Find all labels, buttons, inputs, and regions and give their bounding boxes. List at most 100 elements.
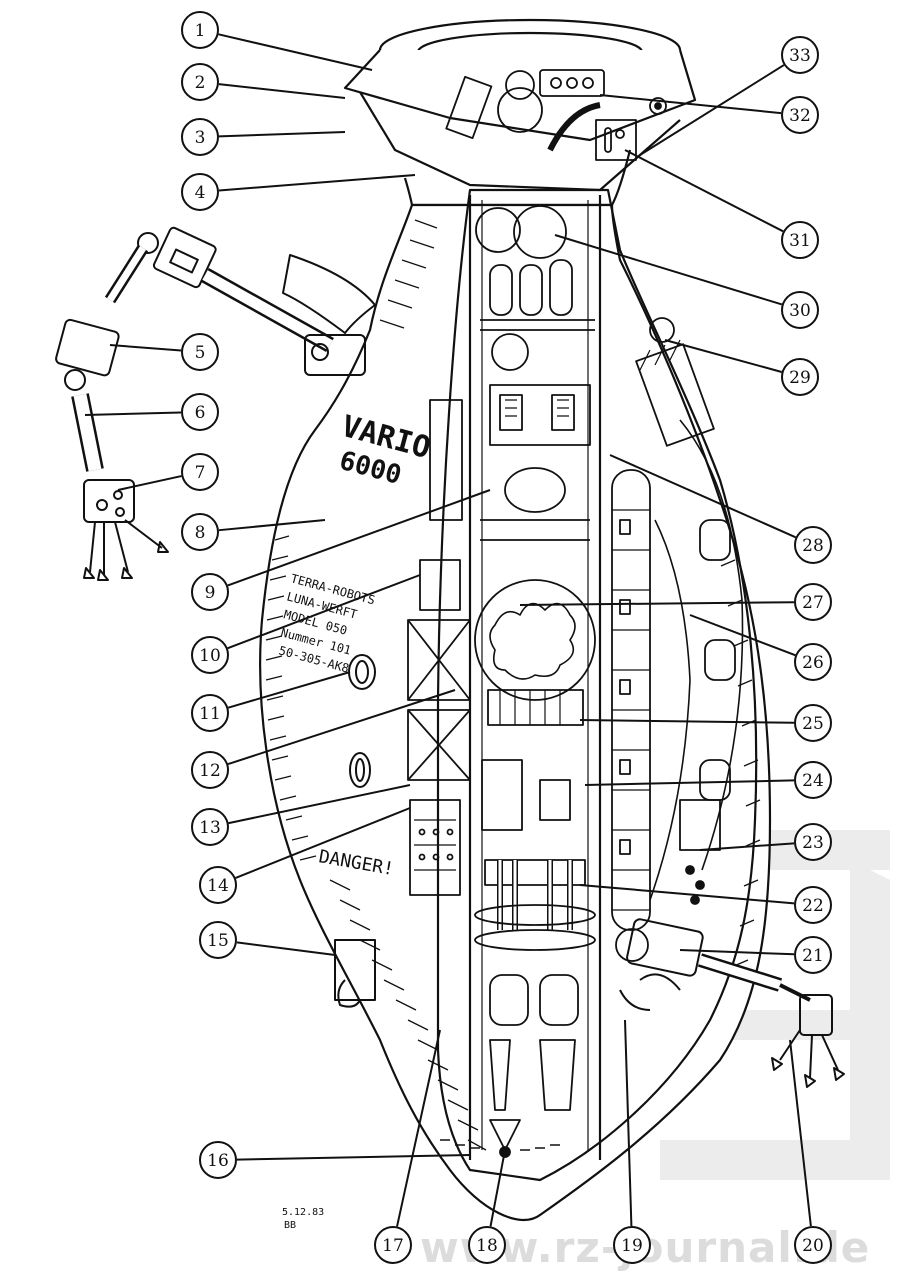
bottom-vent-band <box>440 1139 560 1151</box>
callout-number-28: 28 <box>802 536 824 556</box>
callout-circle-16 <box>199 1141 237 1179</box>
callout-circle-10 <box>191 636 229 674</box>
callout-number-31: 31 <box>789 231 811 251</box>
callout-circle-31 <box>781 221 819 259</box>
callout-leader-5 <box>109 344 182 352</box>
callout-leader-27 <box>519 601 795 606</box>
callout-leader-26 <box>689 614 796 657</box>
callout-circle-9 <box>191 573 229 611</box>
callout-circle-23 <box>794 823 832 861</box>
callout-circle-26 <box>794 643 832 681</box>
callout-leader-3 <box>218 131 346 138</box>
callout-circle-24 <box>794 761 832 799</box>
callout-number-19: 19 <box>621 1236 643 1256</box>
callout-number-20: 20 <box>802 1236 824 1256</box>
callout-circle-32 <box>781 96 819 134</box>
callout-number-22: 22 <box>802 896 824 916</box>
callout-circle-12 <box>191 751 229 789</box>
callout-leader-7 <box>117 475 182 491</box>
callout-circle-7 <box>181 453 219 491</box>
callout-circle-13 <box>191 808 229 846</box>
right-arm <box>619 918 845 1088</box>
callout-number-2: 2 <box>195 73 206 93</box>
callout-leader-23 <box>699 842 795 851</box>
callout-number-12: 12 <box>199 761 221 781</box>
callout-leader-2 <box>218 83 346 99</box>
callout-number-14: 14 <box>207 876 229 896</box>
callout-leader-16 <box>236 1154 471 1161</box>
callout-circle-19 <box>613 1226 651 1264</box>
callout-number-10: 10 <box>199 646 221 666</box>
callout-leader-29 <box>664 339 782 373</box>
callout-leader-10 <box>227 574 421 650</box>
callout-leader-31 <box>624 149 784 233</box>
callout-number-15: 15 <box>207 931 229 951</box>
callout-leader-18 <box>489 1149 506 1227</box>
signature-line-1: 5.12.83 <box>282 1207 324 1218</box>
signature-line-2: BB <box>284 1220 296 1231</box>
callout-leader-28 <box>609 454 797 539</box>
callout-leader-1 <box>218 33 373 71</box>
callout-number-16: 16 <box>207 1151 229 1171</box>
callout-number-13: 13 <box>199 818 221 838</box>
callout-circle-25 <box>794 704 832 742</box>
callout-circle-17 <box>374 1226 412 1264</box>
callout-circle-33 <box>781 36 819 74</box>
callout-leader-15 <box>236 941 336 956</box>
callout-circle-4 <box>181 173 219 211</box>
callout-leader-17 <box>396 1029 441 1227</box>
callout-number-21: 21 <box>802 946 824 966</box>
callout-leader-8 <box>218 519 326 532</box>
callout-number-33: 33 <box>789 46 811 66</box>
robot-body <box>55 18 845 1221</box>
callout-circle-2 <box>181 63 219 101</box>
callout-leader-4 <box>218 174 416 192</box>
callout-circle-29 <box>781 358 819 396</box>
callout-leader-25 <box>579 719 795 724</box>
cutaway-opening <box>436 188 758 1182</box>
callout-leader-14 <box>235 807 411 879</box>
callout-number-5: 5 <box>195 343 206 363</box>
callout-number-3: 3 <box>195 128 206 148</box>
callout-number-32: 32 <box>789 106 811 126</box>
callout-leader-13 <box>228 784 411 825</box>
callout-circle-14 <box>199 866 237 904</box>
callout-leader-20 <box>789 1039 812 1227</box>
callout-circle-28 <box>794 526 832 564</box>
side-hatch <box>334 939 376 1008</box>
callout-leader-24 <box>584 779 795 786</box>
callout-circle-30 <box>781 291 819 329</box>
left-compartments <box>407 399 471 896</box>
callout-leader-30 <box>554 234 783 306</box>
callout-number-23: 23 <box>802 833 824 853</box>
callout-leader-12 <box>227 689 456 766</box>
callout-number-18: 18 <box>476 1236 498 1256</box>
callout-circle-27 <box>794 583 832 621</box>
callout-number-26: 26 <box>802 653 824 673</box>
head-machinery <box>445 69 667 161</box>
callout-leader-22 <box>579 884 795 905</box>
callout-circle-3 <box>181 118 219 156</box>
callout-circle-11 <box>191 694 229 732</box>
callout-number-1: 1 <box>195 21 206 41</box>
callout-leader-11 <box>227 671 351 709</box>
callout-circle-20 <box>794 1226 832 1264</box>
callout-circle-5 <box>181 333 219 371</box>
callout-number-24: 24 <box>802 771 824 791</box>
callout-number-25: 25 <box>802 714 824 734</box>
callout-circle-1 <box>181 11 219 49</box>
callout-circle-15 <box>199 921 237 959</box>
callout-number-30: 30 <box>789 301 811 321</box>
callout-number-9: 9 <box>205 583 216 603</box>
callout-number-8: 8 <box>195 523 206 543</box>
callout-number-29: 29 <box>789 368 811 388</box>
callout-leader-19 <box>624 1019 633 1227</box>
callout-circle-22 <box>794 886 832 924</box>
callout-leader-9 <box>227 489 491 587</box>
callout-leader-32 <box>599 94 782 115</box>
head-ring <box>343 18 697 192</box>
callout-number-7: 7 <box>195 463 206 483</box>
